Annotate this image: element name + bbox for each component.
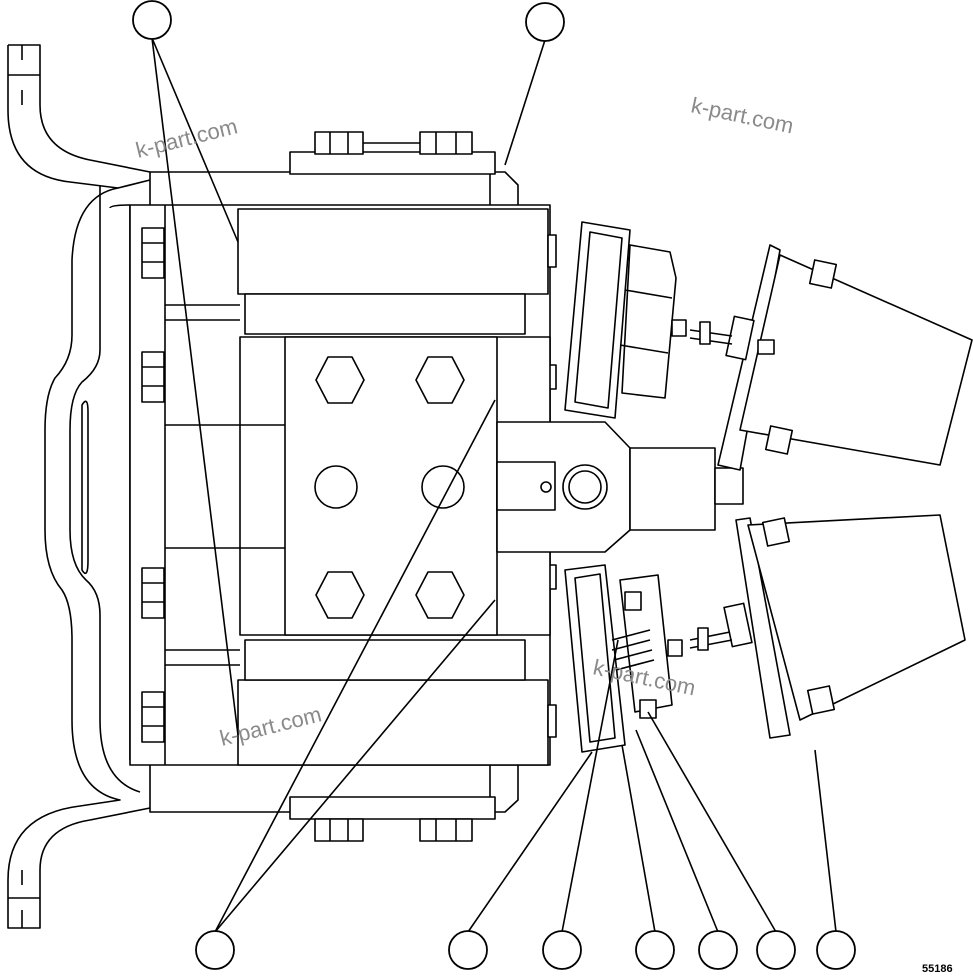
callout-5 [542,930,582,970]
bottom-bolts [314,818,473,842]
watermark-2: k-part.com [689,92,796,138]
callout-7 [698,930,738,970]
leader-lines [151,37,837,933]
top-bolts [314,131,473,155]
callout-8 [756,930,796,970]
callout-6 [635,930,675,970]
upper-connector [564,221,687,419]
callouts [132,0,856,970]
reference-number: 55186 [922,963,953,974]
callout-9 [816,930,856,970]
stacked-plates [165,208,557,766]
callout-3 [195,930,235,970]
callout-1 [132,0,172,40]
lower-relay [689,514,966,739]
upper-relay [689,244,973,471]
side-bolts [141,227,165,743]
callout-2 [525,2,565,42]
lower-connector [564,564,683,753]
left-bracket [7,44,151,929]
terminal-bracket [496,421,744,553]
callout-4 [448,930,488,970]
